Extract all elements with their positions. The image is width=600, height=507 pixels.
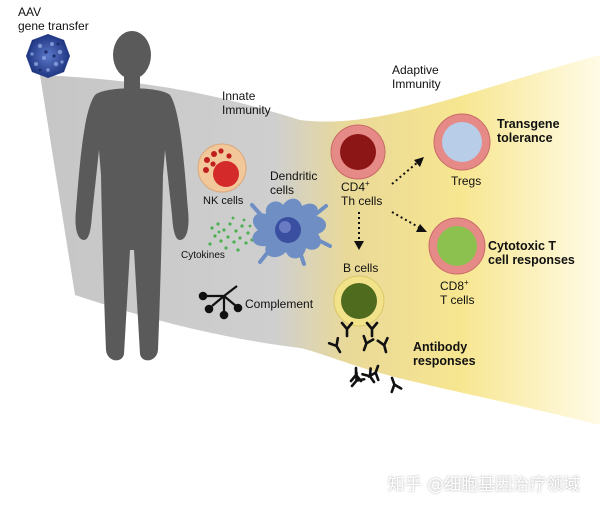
arrows bbox=[358, 161, 421, 242]
cytotoxic-label: Cytotoxic T cell responses bbox=[488, 239, 575, 268]
cd8-text: CD8 bbox=[440, 279, 465, 293]
complement-icon bbox=[198, 285, 243, 320]
antibody-responses-label: Antibody responses bbox=[413, 340, 476, 369]
dendritic-cell-icon bbox=[250, 198, 332, 266]
dendritic-cells-label: Dendritic cells bbox=[270, 169, 318, 197]
th-cells-text: Th cells bbox=[341, 193, 383, 208]
complement-label: Complement bbox=[245, 297, 314, 311]
antibody-icon bbox=[327, 321, 403, 394]
nk-cells-label: NK cells bbox=[203, 195, 244, 207]
b-cell-icon bbox=[333, 275, 385, 327]
tregs-label: Tregs bbox=[451, 174, 482, 188]
t-cells-text: T cells bbox=[440, 292, 475, 307]
nk-cell-icon bbox=[197, 143, 247, 193]
b-cells-label: B cells bbox=[343, 261, 379, 275]
aav-label: AAV gene transfer bbox=[18, 5, 89, 33]
cd4-sup: + bbox=[365, 179, 370, 188]
cd4-th-label: CD4+ Th cells bbox=[341, 179, 383, 209]
watermark: 知乎 @细胞基因治疗领域 bbox=[387, 475, 580, 495]
treg-cell-icon bbox=[433, 113, 491, 171]
cd8-t-label: CD8+ T cells bbox=[440, 278, 475, 308]
cytokines-icon bbox=[208, 216, 254, 252]
ctl-cell-icon bbox=[428, 217, 486, 275]
adaptive-immunity-label: Adaptive Immunity bbox=[392, 63, 441, 91]
aav-virus-icon bbox=[26, 34, 70, 78]
transgene-tolerance-label: Transgene tolerance bbox=[497, 117, 560, 146]
cd8-sup: + bbox=[464, 278, 469, 287]
cd4-text: CD4 bbox=[341, 180, 366, 194]
th-cell-icon bbox=[330, 124, 386, 180]
innate-immunity-label: Innate Immunity bbox=[222, 89, 271, 117]
cytokines-label: Cytokines bbox=[181, 250, 225, 261]
human-silhouette-icon bbox=[75, 31, 189, 361]
